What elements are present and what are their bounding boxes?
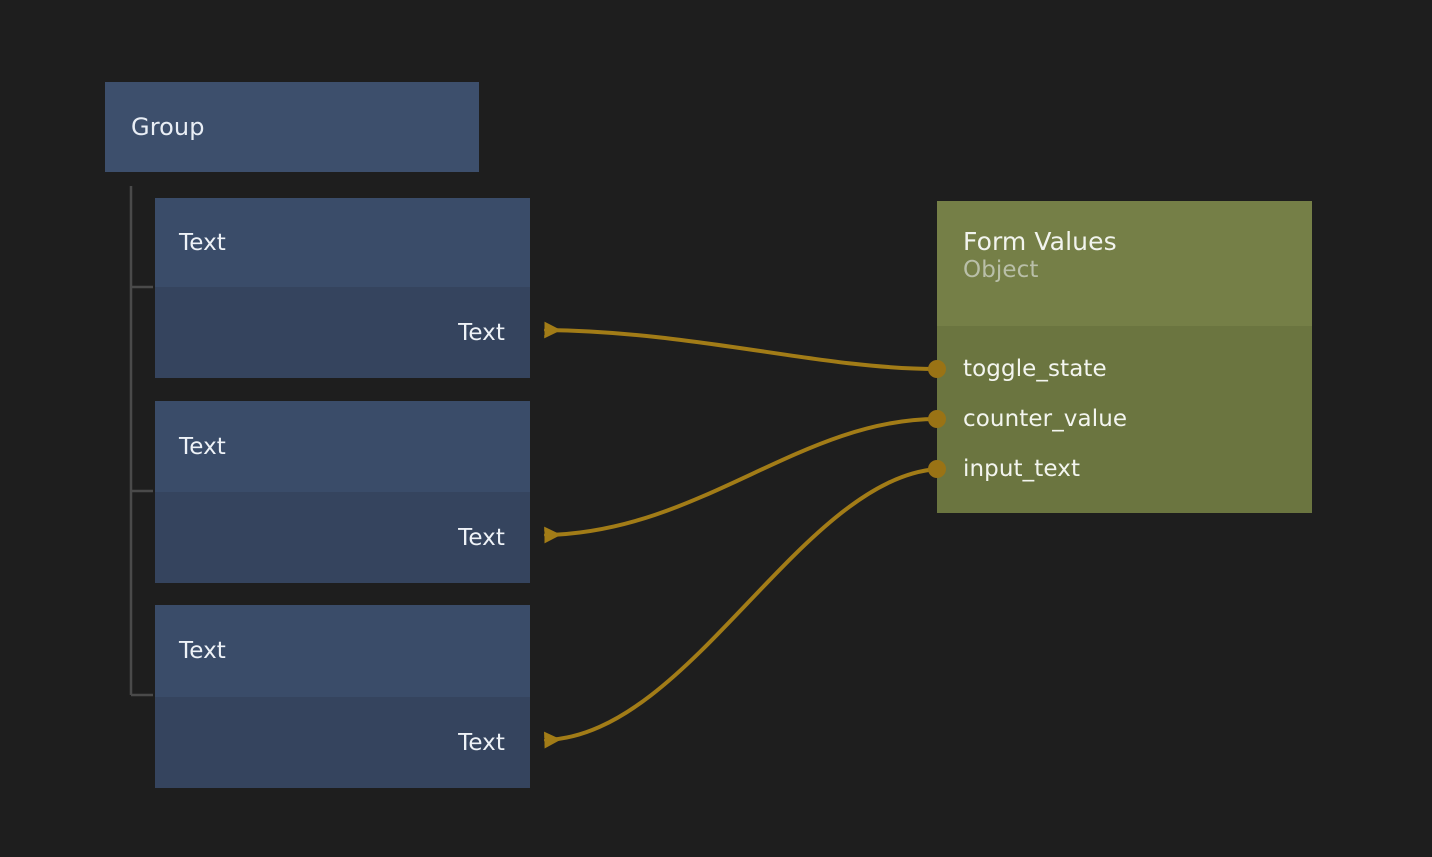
form-values-node-body: toggle_state counter_value input_text bbox=[937, 326, 1312, 513]
port-row-input-text[interactable]: input_text bbox=[937, 453, 1312, 485]
text-node-1[interactable]: Text Text bbox=[155, 198, 530, 378]
group-node-title: Group bbox=[131, 113, 205, 141]
port-row-counter-value[interactable]: counter_value bbox=[937, 403, 1312, 435]
text-node-1-body-label: Text bbox=[458, 319, 505, 346]
text-node-2-header[interactable]: Text bbox=[155, 401, 530, 492]
port-label-input-text: input_text bbox=[963, 456, 1081, 482]
port-dot-input-text[interactable] bbox=[928, 460, 946, 478]
form-values-node[interactable]: Form Values Object toggle_state counter_… bbox=[937, 201, 1312, 513]
text-node-2-body-label: Text bbox=[458, 524, 505, 551]
text-node-2[interactable]: Text Text bbox=[155, 401, 530, 583]
port-dot-counter-value[interactable] bbox=[928, 410, 946, 428]
edge-toggle-state bbox=[544, 321, 939, 371]
form-values-node-title: Form Values bbox=[963, 227, 1117, 256]
text-node-3-body-label: Text bbox=[458, 729, 505, 756]
port-row-toggle-state[interactable]: toggle_state bbox=[937, 353, 1312, 385]
text-node-3-body[interactable]: Text bbox=[155, 697, 530, 788]
edge-counter-value bbox=[544, 417, 939, 544]
text-node-2-header-label: Text bbox=[179, 433, 226, 460]
text-node-3-header-label: Text bbox=[179, 638, 226, 664]
text-node-3[interactable]: Text Text bbox=[155, 605, 530, 788]
form-values-node-header[interactable]: Form Values Object bbox=[937, 201, 1312, 326]
port-label-counter-value: counter_value bbox=[963, 406, 1128, 432]
form-values-node-subtitle: Object bbox=[963, 256, 1039, 283]
text-node-3-header[interactable]: Text bbox=[155, 605, 530, 697]
edge-input-text bbox=[544, 467, 939, 749]
group-node[interactable]: Group bbox=[105, 82, 479, 172]
port-label-toggle-state: toggle_state bbox=[963, 356, 1107, 382]
port-dot-toggle-state[interactable] bbox=[928, 360, 946, 378]
text-node-1-header[interactable]: Text bbox=[155, 198, 530, 287]
text-node-1-body[interactable]: Text bbox=[155, 287, 530, 378]
text-node-2-body[interactable]: Text bbox=[155, 492, 530, 583]
text-node-1-header-label: Text bbox=[179, 229, 226, 256]
